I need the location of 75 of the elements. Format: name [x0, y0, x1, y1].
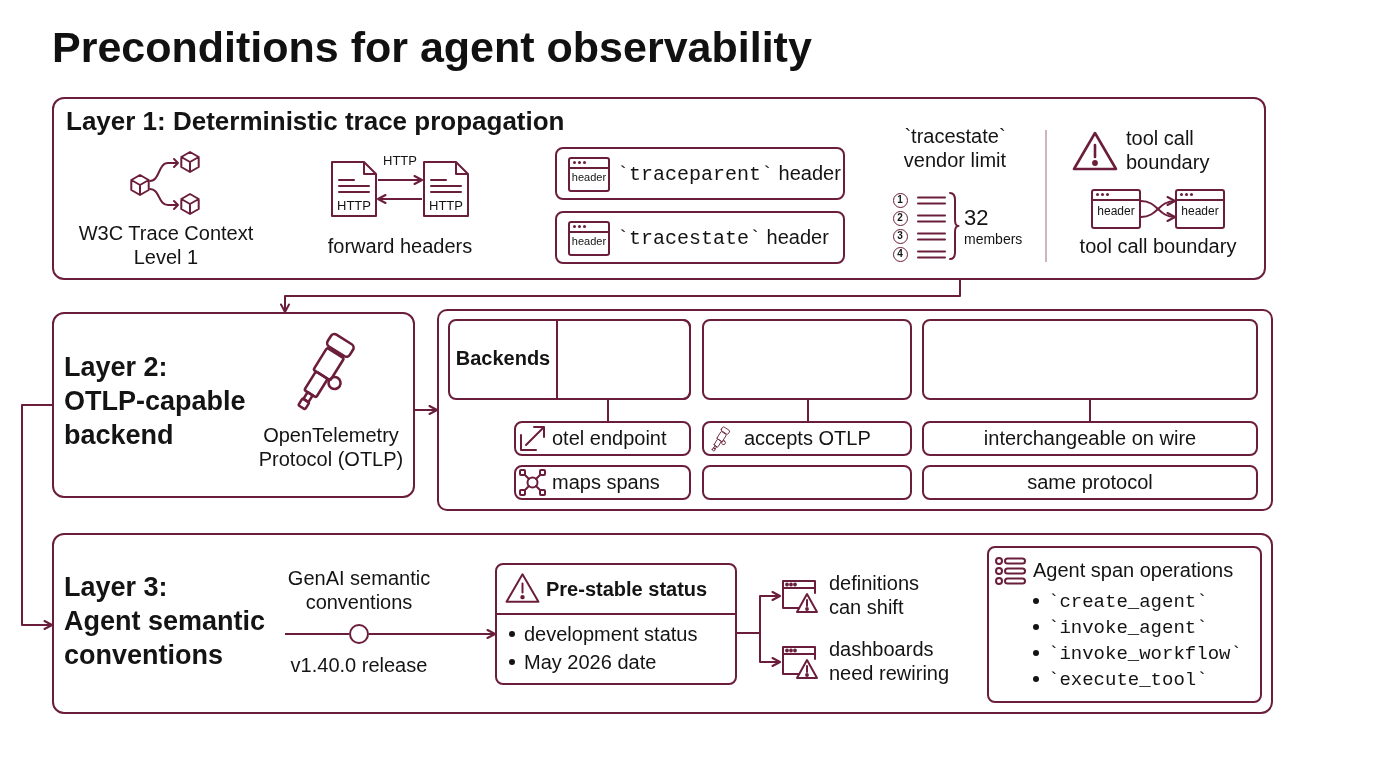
- trait-text: otel endpoint: [552, 426, 668, 451]
- arrow: [280, 279, 961, 313]
- trait-text: same protocol: [1026, 470, 1154, 495]
- member-count: 32: [964, 205, 990, 232]
- operation-name: `invoke_workflow`: [1048, 642, 1243, 667]
- status-item: development status: [524, 622, 699, 647]
- connector-line: [807, 399, 809, 422]
- empty-card: [702, 465, 912, 500]
- trait-card: [922, 465, 1258, 500]
- connector-line: [1089, 399, 1091, 422]
- member-unit: members: [964, 231, 1024, 249]
- layer-heading: Layer 1: Deterministic trace propagation: [66, 106, 566, 138]
- operations-card: [987, 546, 1262, 703]
- warning-text: definitions can shift: [829, 571, 921, 620]
- list-number: 2: [896, 212, 904, 224]
- header-name: `traceparent` header: [617, 161, 842, 188]
- standard-name: W3C Trace Context Level 1: [77, 221, 255, 270]
- header-name: `tracestate` header: [617, 225, 830, 252]
- window-label: header: [570, 171, 608, 185]
- backends-panel: [437, 309, 1273, 511]
- layer-heading: Layer 2: OTLP-capable backend: [64, 351, 247, 453]
- connector-line: [607, 399, 609, 422]
- arrow: [736, 632, 781, 667]
- caption: forward headers: [326, 234, 474, 259]
- window-label: header: [570, 235, 608, 249]
- arrow: [368, 629, 496, 639]
- operation-name: `execute_tool`: [1048, 668, 1209, 693]
- header-card: [555, 147, 845, 200]
- trait-card: [514, 421, 691, 456]
- list-number: 4: [896, 248, 904, 260]
- document-label: HTTP: [428, 198, 464, 214]
- trait-card: [922, 421, 1258, 456]
- header-window: [568, 221, 610, 256]
- milestone-label: GenAI semantic conventions: [286, 566, 432, 615]
- status-heading: Pre-stable status: [546, 577, 709, 602]
- header-window: [1175, 189, 1225, 229]
- trait-text: accepts OTLP: [744, 426, 872, 451]
- layer-panel: [52, 312, 415, 498]
- layer-panel: [52, 533, 1273, 714]
- arrow: [377, 194, 423, 204]
- status-item: May 2026 date: [524, 650, 658, 675]
- header-card: [555, 211, 845, 264]
- layer-panel: [52, 97, 1266, 280]
- header-window: [1091, 189, 1141, 229]
- connector-line: [284, 633, 350, 635]
- trait-text: maps spans: [552, 470, 661, 495]
- operation-name: `create_agent`: [1048, 590, 1209, 615]
- list-number: 3: [896, 230, 904, 242]
- header-window: [568, 157, 610, 192]
- list-number: 1: [896, 194, 904, 206]
- limit-label: `tracestate` vendor limit: [902, 124, 1008, 173]
- boundary-label: tool call boundary: [1126, 126, 1211, 175]
- status-card: [495, 563, 737, 685]
- warning-text: dashboards need rewiring: [829, 637, 951, 686]
- window-label: header: [1180, 204, 1220, 219]
- backends-card: [448, 319, 691, 400]
- column-heading: Backends: [454, 346, 552, 371]
- protocol-name: OpenTelemetry Protocol (OTLP): [257, 423, 405, 472]
- arrow: [21, 404, 53, 630]
- empty-card: [702, 319, 912, 400]
- boundary-label: tool call boundary: [1078, 234, 1238, 259]
- document-label: HTTP: [336, 198, 372, 214]
- release-label: v1.40.0 release: [289, 653, 429, 678]
- empty-card: [922, 319, 1258, 400]
- page-title: Preconditions for agent observability: [52, 22, 812, 73]
- trait-card: [702, 421, 912, 456]
- trait-text: interchangeable on wire: [982, 426, 1198, 451]
- arrow: [377, 175, 423, 185]
- arrow: [414, 405, 438, 415]
- operation-name: `invoke_agent`: [1048, 616, 1209, 641]
- layer-heading: Layer 3: Agent semantic conventions: [64, 571, 267, 673]
- window-label: header: [1096, 204, 1136, 219]
- trait-card: [514, 465, 691, 500]
- list-heading: Agent span operations: [1033, 558, 1235, 583]
- empty-cell: [556, 319, 691, 400]
